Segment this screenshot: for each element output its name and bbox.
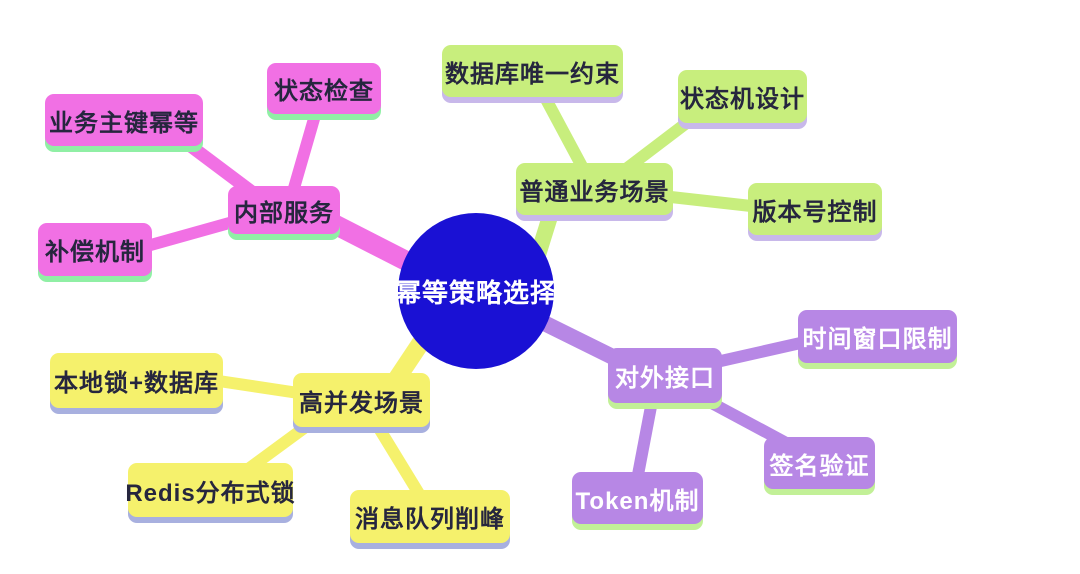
edge-local-lock-db xyxy=(211,374,306,400)
node-redis-distributed-lock[interactable]: Redis分布式锁 xyxy=(125,463,295,517)
node-compensation-mechanism[interactable]: 补偿机制 xyxy=(38,223,152,276)
center-node[interactable]: 幂等策略选择 xyxy=(395,213,556,369)
node-state-machine-design[interactable]: 状态机设计 xyxy=(678,70,807,123)
branch-external-api[interactable]: 对外接口 xyxy=(608,348,722,403)
edge-time-window-limit xyxy=(710,336,807,369)
node-mq-peak-shaving[interactable]: 消息队列削峰 xyxy=(350,490,510,543)
node-status-check[interactable]: 状态检查 xyxy=(267,63,381,114)
branch-common-business[interactable]: 普通业务场景 xyxy=(516,163,673,215)
node-business-key-idempotent[interactable]: 业务主键幂等 xyxy=(45,94,203,146)
edge-redis-distributed-lock xyxy=(243,415,319,475)
node-db-unique-constraint[interactable]: 数据库唯一约束 xyxy=(442,45,623,97)
node-signature-verification[interactable]: 签名验证 xyxy=(764,437,875,489)
edge-token-mechanism xyxy=(631,394,659,482)
edge-version-control xyxy=(661,190,761,213)
edge-mq-peak-shaving xyxy=(368,416,427,501)
edge-state-machine-design xyxy=(618,110,701,177)
node-local-lock-db[interactable]: 本地锁+数据库 xyxy=(50,353,223,408)
branch-internal-service[interactable]: 内部服务 xyxy=(228,186,340,234)
branch-high-concurrency[interactable]: 高并发场景 xyxy=(293,373,430,427)
node-version-control[interactable]: 版本号控制 xyxy=(748,183,882,235)
edge-status-check xyxy=(286,103,324,197)
edge-compensation-mechanism xyxy=(138,214,242,254)
edge-db-unique-constraint xyxy=(534,85,591,175)
node-time-window-limit[interactable]: 时间窗口限制 xyxy=(798,310,957,363)
node-token-mechanism[interactable]: Token机制 xyxy=(572,472,703,524)
